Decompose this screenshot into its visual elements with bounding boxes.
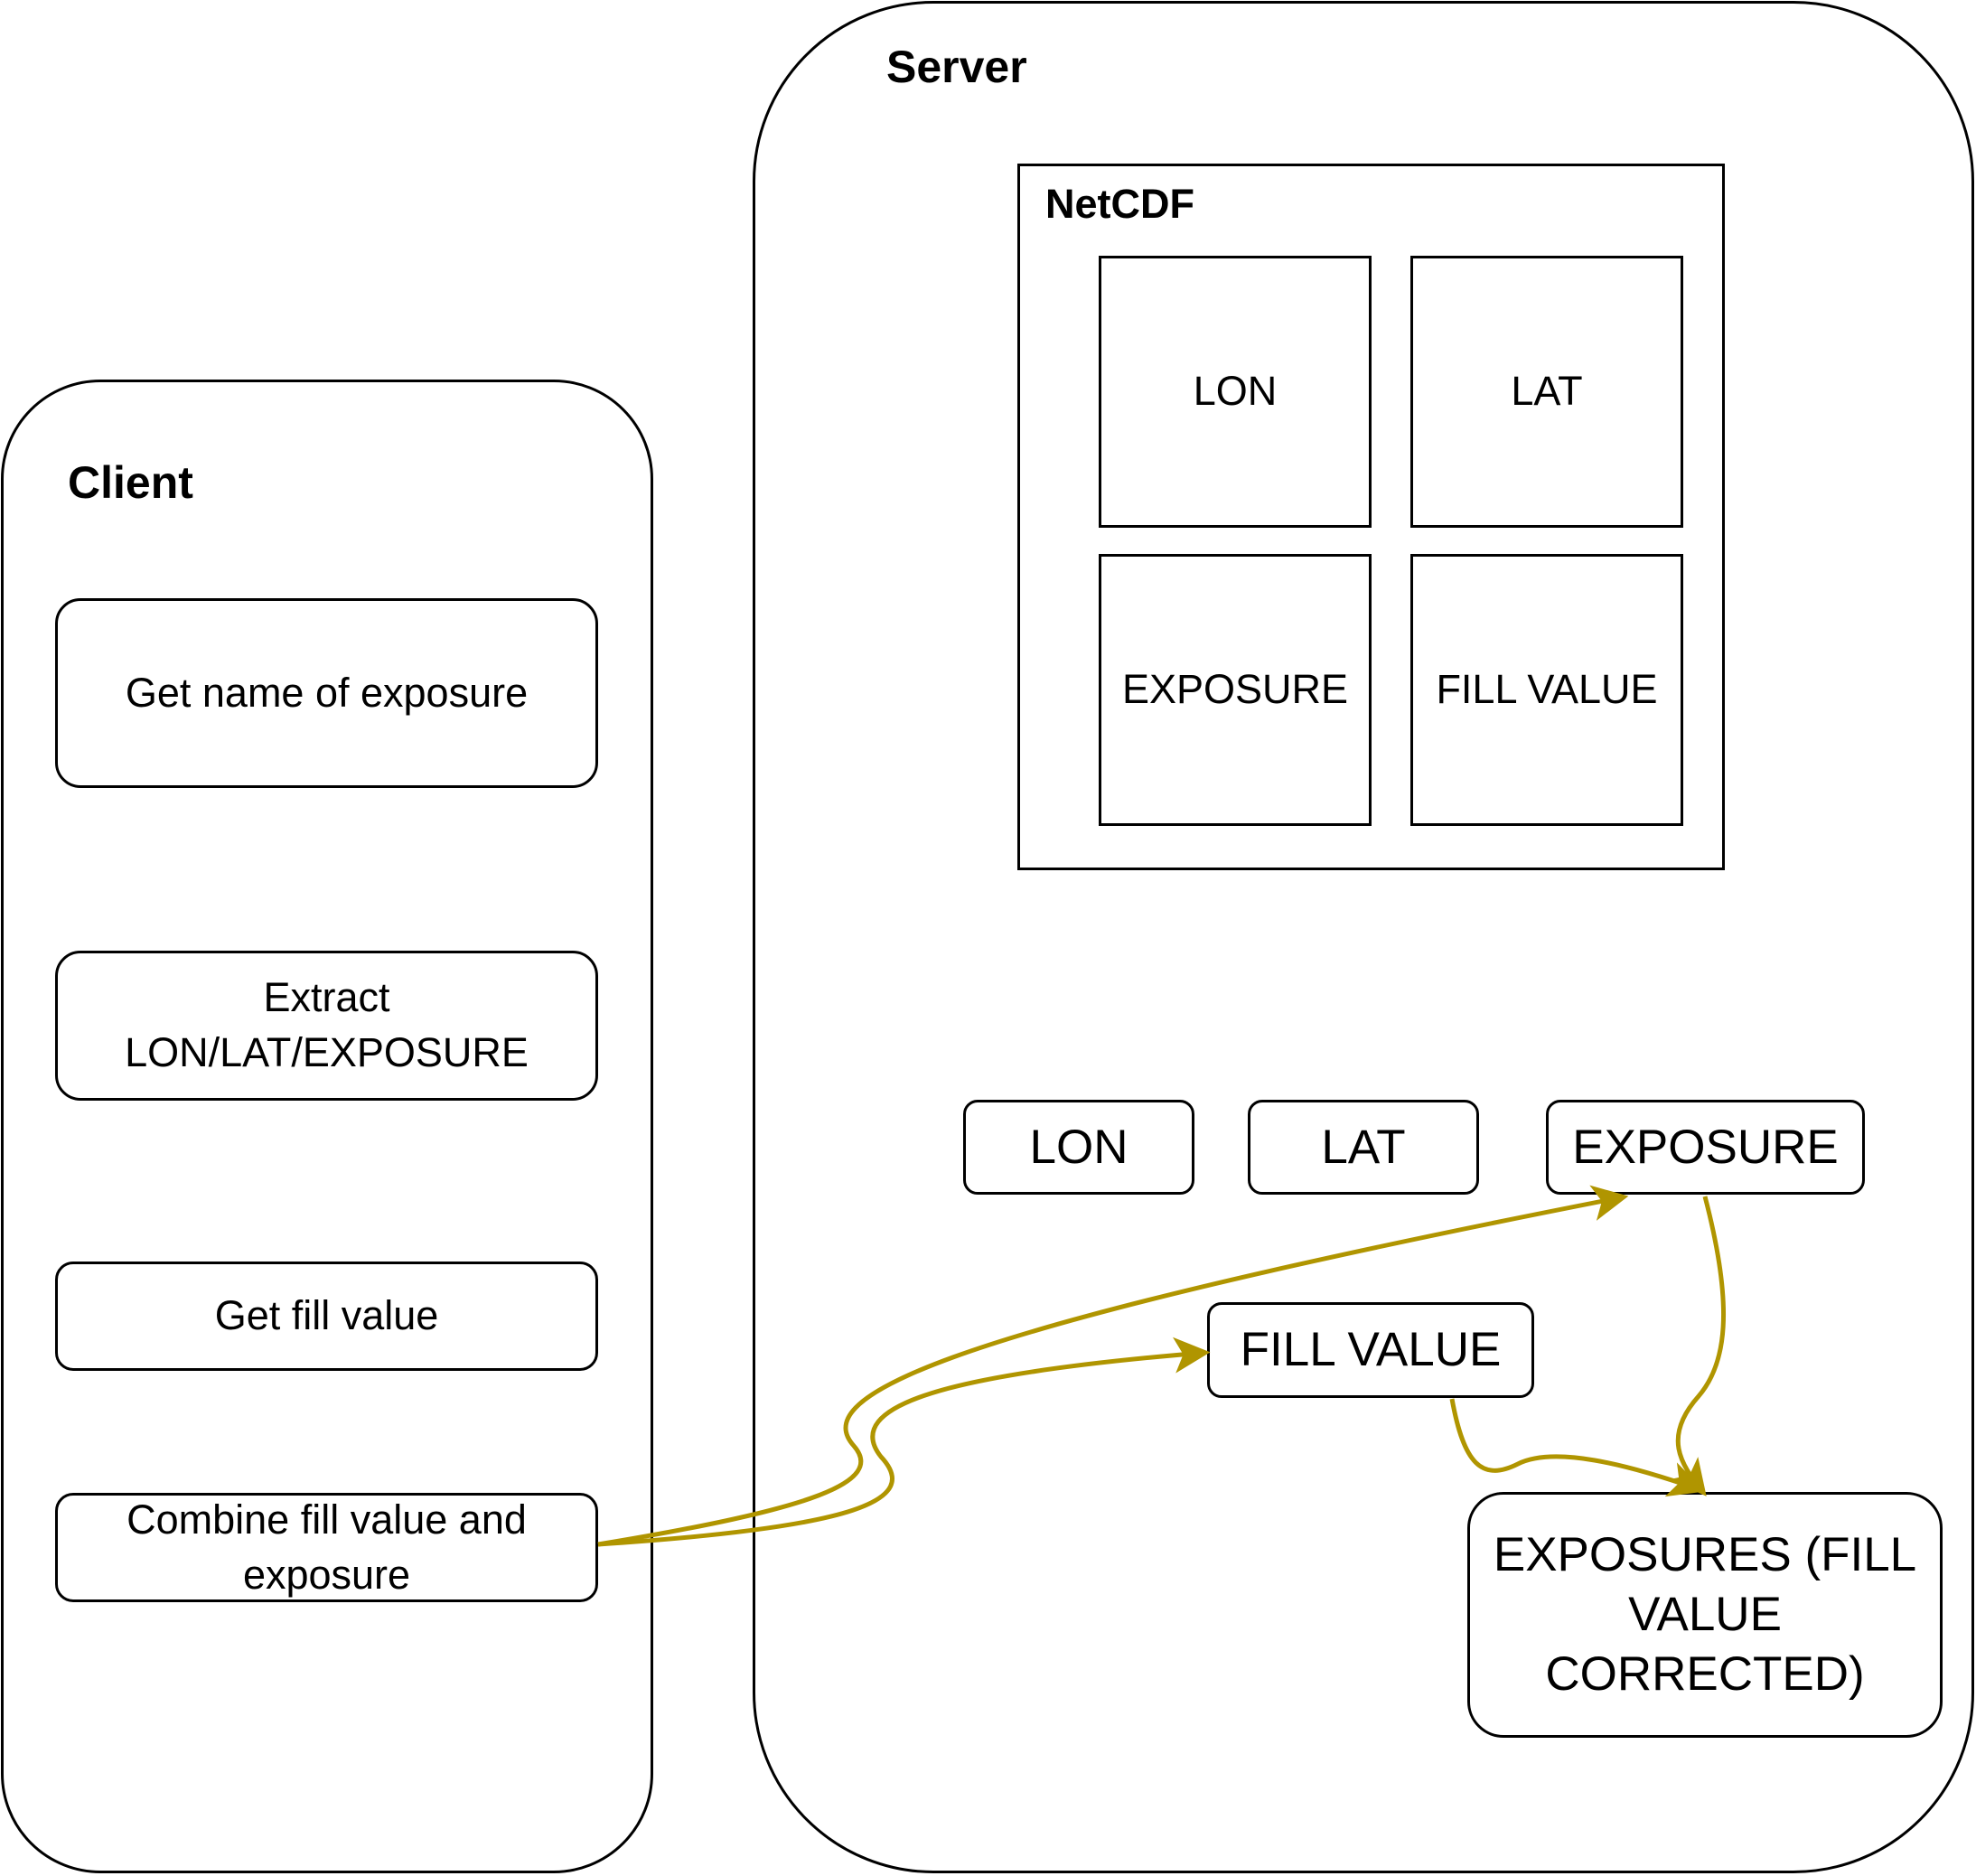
netcdf-var-exposure: EXPOSURE — [1099, 554, 1372, 826]
step-label: Extract LON/LAT/EXPOSURE — [125, 974, 529, 1075]
var-label: EXPOSURE — [1121, 666, 1349, 713]
arrow-combine-to-fill-value — [597, 1337, 1211, 1547]
netcdf-var-lon: LON — [1099, 256, 1372, 528]
extracted-exposure[interactable]: EXPOSURE — [1546, 1100, 1865, 1195]
pill-label: LON — [1029, 1120, 1128, 1174]
step-label: Get fill value — [214, 1292, 439, 1339]
extracted-lon[interactable]: LON — [963, 1100, 1194, 1195]
step-combine[interactable]: Combine fill value and exposure — [55, 1493, 598, 1602]
pill-label: FILL VALUE — [1240, 1323, 1502, 1377]
pill-label: LAT — [1321, 1120, 1406, 1174]
pill-label: EXPOSURE — [1572, 1120, 1839, 1174]
step-label: Combine fill value and exposure — [126, 1496, 527, 1598]
step-get-exposure-name[interactable]: Get name of exposure — [55, 598, 598, 788]
netcdf-var-fill-value: FILL VALUE — [1410, 554, 1683, 826]
client-title: Client — [68, 457, 193, 508]
step-label: Get name of exposure — [125, 669, 529, 716]
extracted-lat[interactable]: LAT — [1248, 1100, 1479, 1195]
netcdf-title: NetCDF — [1045, 181, 1194, 227]
var-label: LON — [1193, 368, 1278, 415]
step-get-fill-value[interactable]: Get fill value — [55, 1262, 598, 1371]
arrow-exposure-to-result — [1670, 1196, 1727, 1496]
arrow-fill-value-to-result — [1449, 1398, 1706, 1497]
netcdf-var-lat: LAT — [1410, 256, 1683, 528]
var-label: FILL VALUE — [1436, 666, 1658, 713]
step-extract-variables[interactable]: Extract LON/LAT/EXPOSURE — [55, 951, 598, 1101]
fill-value-node[interactable]: FILL VALUE — [1207, 1302, 1534, 1398]
var-label: LAT — [1511, 368, 1583, 415]
arrow-combine-to-exposure — [597, 1185, 1629, 1547]
result-label: EXPOSURES (FILL VALUE CORRECTED) — [1493, 1527, 1917, 1702]
server-title: Server — [886, 42, 1027, 92]
